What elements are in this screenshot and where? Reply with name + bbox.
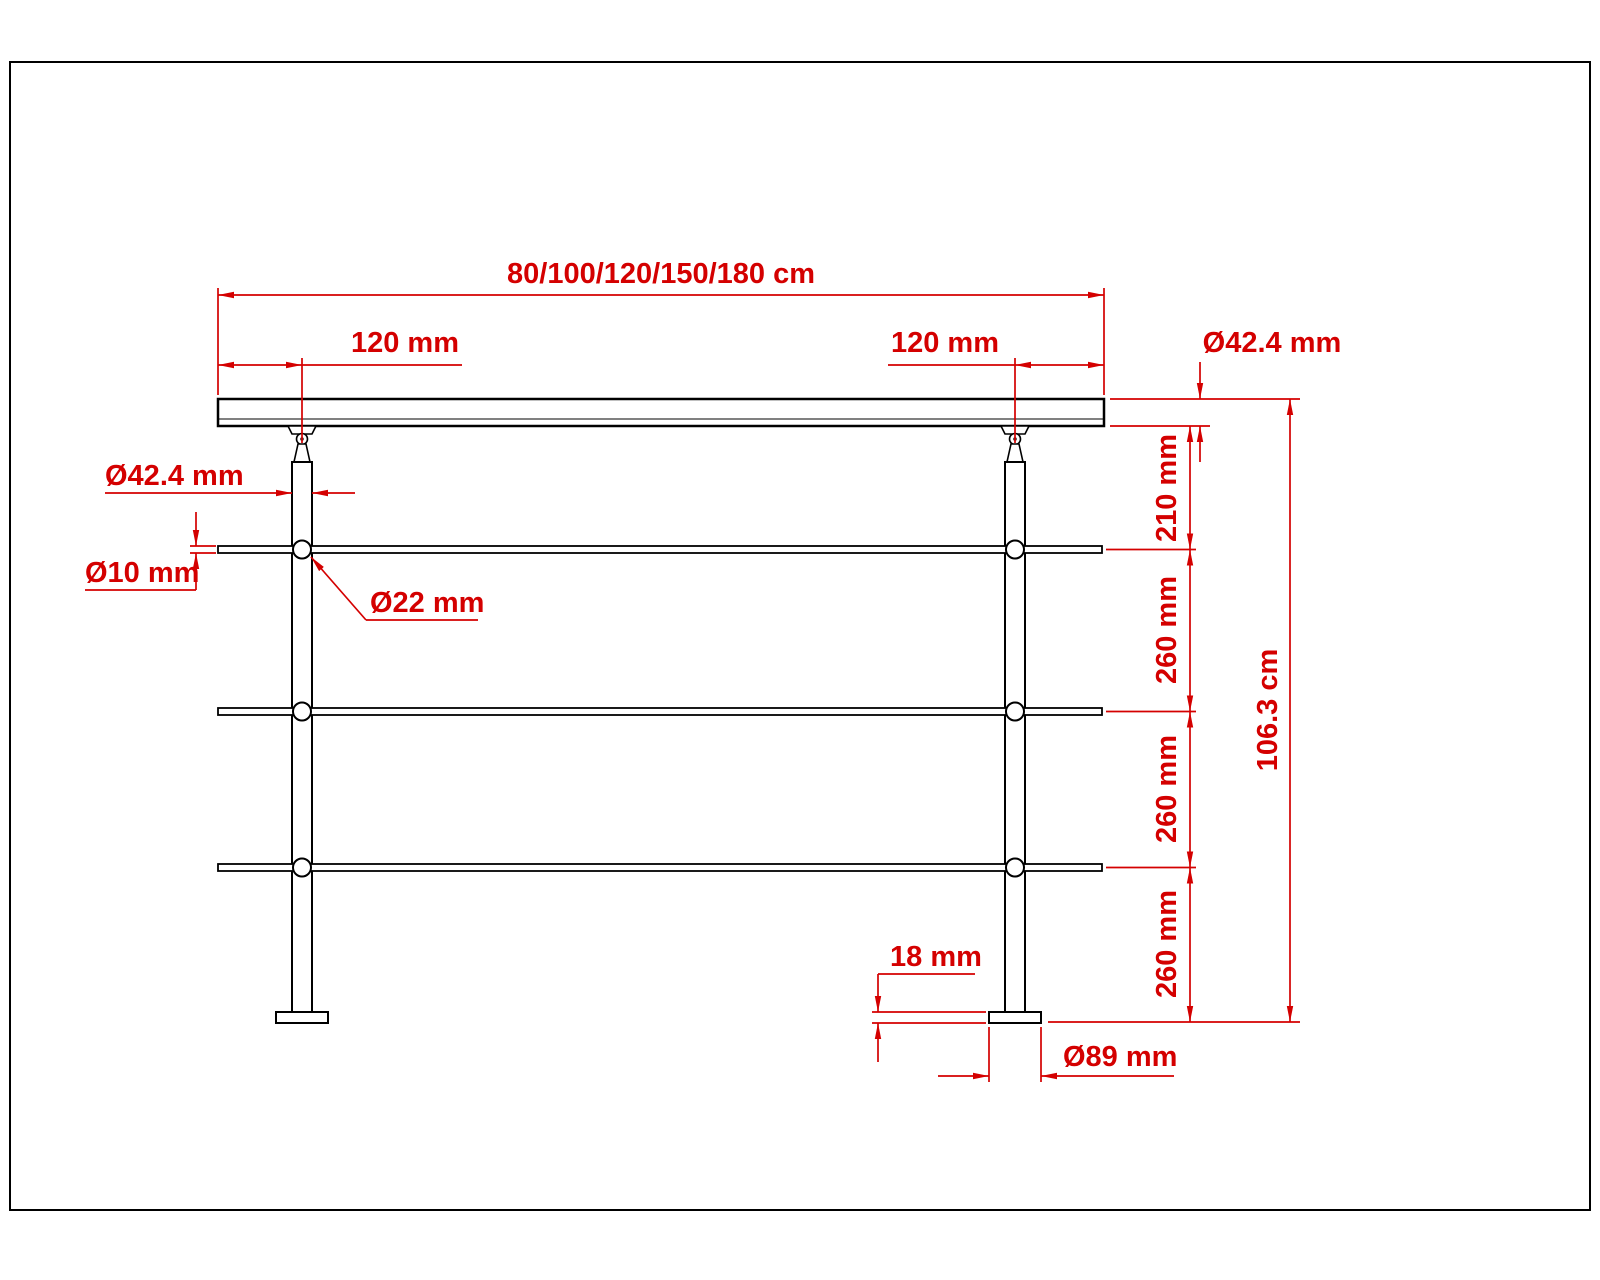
label-right-post-offset: 120 mm (891, 327, 999, 359)
label-handrail-to-first-bar: 210 mm (1151, 434, 1183, 542)
holder-right-3 (1005, 857, 1025, 878)
holder-left-2 (292, 701, 312, 722)
holder-left-3 (292, 857, 312, 878)
left-post-neck (293, 443, 311, 463)
label-overall-length: 80/100/120/150/180 cm (507, 258, 815, 290)
left-post (275, 425, 329, 1024)
dim-left-post-offset: 120 mm (218, 327, 462, 369)
label-bar-spacing-3: 260 mm (1151, 890, 1183, 998)
dim-right-post-offset: 120 mm (888, 327, 1104, 369)
label-left-post-offset: 120 mm (351, 327, 459, 359)
label-crossbar-diameter: Ø10 mm (85, 557, 199, 589)
right-post (988, 425, 1042, 1024)
label-holder-diameter: Ø22 mm (370, 587, 484, 619)
label-base-plate-thickness: 18 mm (890, 941, 982, 973)
extension-lines (190, 288, 1300, 1082)
dim-total-height: 106.3 cm (1252, 399, 1294, 1022)
dim-handrail-diameter: Ø42.4 mm (1196, 327, 1342, 462)
drawing-border-frame (9, 61, 1591, 1211)
label-base-plate-diameter: Ø89 mm (1063, 1041, 1177, 1073)
label-bar-spacing-2: 260 mm (1151, 735, 1183, 843)
crossbar-2 (217, 707, 1103, 716)
railing-structure (216, 397, 1106, 1024)
dim-holder-diameter: Ø22 mm (310, 556, 484, 621)
crossbars (217, 545, 1103, 872)
label-total-height: 106.3 cm (1252, 649, 1284, 772)
dim-base-plate-diameter: Ø89 mm (938, 1041, 1177, 1080)
label-post-diameter: Ø42.4 mm (105, 460, 244, 492)
left-base-plate (275, 1011, 329, 1024)
handrail (216, 397, 1106, 428)
handrail-tube (216, 397, 1106, 428)
right-base-plate (988, 1011, 1042, 1024)
dim-post-diameter: Ø42.4 mm (105, 460, 355, 497)
dim-vertical-spacings: 210 mm 260 mm 260 mm 260 mm (1151, 426, 1194, 1022)
holder-right-1 (1005, 539, 1025, 560)
leader-holder-diameter (310, 556, 367, 621)
crossbar-1 (217, 545, 1103, 554)
holder-left-1 (292, 539, 312, 560)
right-post-neck (1006, 443, 1024, 463)
label-handrail-diameter: Ø42.4 mm (1203, 327, 1342, 359)
holder-right-2 (1005, 701, 1025, 722)
crossbar-3 (217, 863, 1103, 872)
label-bar-spacing-1: 260 mm (1151, 576, 1183, 684)
crossbar-holders (292, 539, 1025, 878)
dim-overall-length: 80/100/120/150/180 cm (218, 258, 1104, 299)
dim-crossbar-diameter: Ø10 mm (85, 512, 199, 591)
dimension-annotations: 80/100/120/150/180 cm 120 mm 120 mm Ø42.… (85, 258, 1341, 1082)
dim-base-plate-thickness: 18 mm (874, 941, 982, 1062)
